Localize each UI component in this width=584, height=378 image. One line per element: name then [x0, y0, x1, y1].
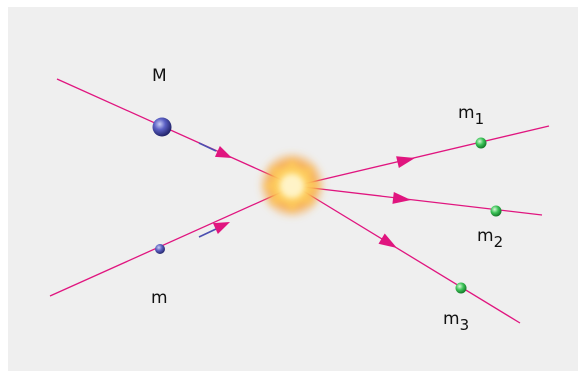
arrowhead-heavy-incoming — [214, 145, 232, 158]
arrowhead-product-1 — [396, 156, 415, 168]
arrow-shaft-heavy — [198, 142, 217, 152]
light-mass-label: m — [151, 288, 168, 308]
incoming-trajectory-heavy — [56, 78, 296, 187]
outgoing-trajectory-3 — [294, 185, 521, 324]
product-2-label: m2 — [477, 226, 504, 251]
green-sphere-icon — [455, 282, 467, 294]
green-sphere-icon — [490, 205, 502, 217]
product-2-index: 2 — [493, 233, 504, 251]
heavy-mass-label: M — [152, 66, 167, 86]
product-1-label: m1 — [458, 103, 485, 128]
explosion-flash-icon — [258, 151, 326, 219]
arrowhead-product-3 — [378, 233, 397, 248]
incoming-trajectory-light — [49, 185, 296, 297]
green-sphere-icon — [475, 137, 487, 149]
arrow-shaft-light — [198, 228, 217, 238]
product-3-label: m3 — [443, 309, 470, 334]
small-blue-sphere-icon — [155, 244, 165, 254]
outgoing-trajectory-1 — [294, 125, 550, 187]
blue-sphere-icon — [152, 117, 172, 137]
product-1-index: 1 — [474, 110, 485, 128]
arrowhead-product-2 — [392, 191, 411, 204]
arrowhead-light-incoming — [212, 222, 230, 235]
product-3-index: 3 — [459, 316, 470, 334]
